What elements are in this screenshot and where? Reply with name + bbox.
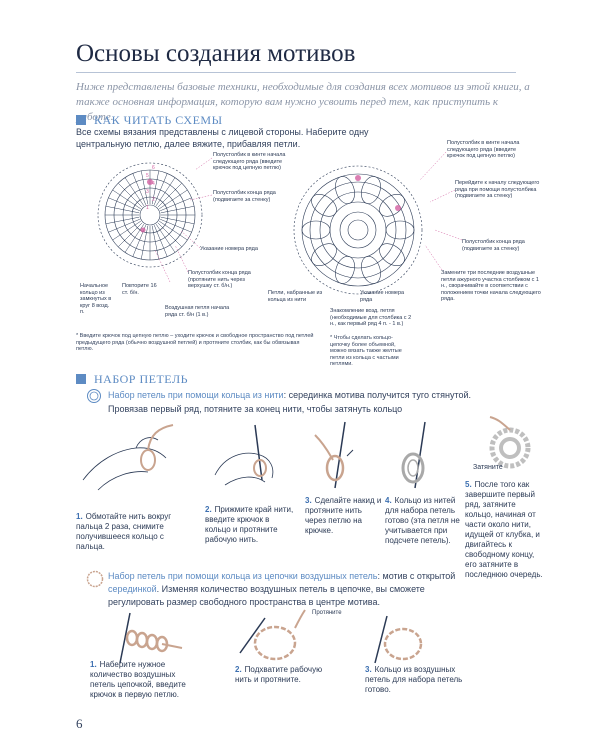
label-replace: Замените три последние воздушные петли а… — [441, 270, 541, 302]
left-row-number: 4 — [152, 181, 155, 187]
label-air-loops-start: Воздушная петля начала ряда ст. б/н (1 в… — [165, 305, 230, 318]
step1-3-text: Сделайте накид и протяните нить через пе… — [305, 496, 382, 535]
step1-2-num: 2. — [205, 505, 212, 514]
step3-illustration — [314, 421, 354, 489]
label-right-row-number: Указание номера ряда — [360, 290, 405, 303]
label-right-half-stitch-row-end: Полустолбик конца ряда (подвигаете за ст… — [462, 239, 525, 252]
step2-3: 3.Кольцо из воздушных петель для набора … — [365, 665, 465, 695]
right-crochet-diagram — [293, 165, 423, 295]
step2-1-num: 1. — [90, 660, 97, 669]
method2-text-after: : мотив с открытой — [377, 571, 456, 581]
method1-text-after: : серединка мотива получится туго стянут… — [283, 390, 472, 400]
section-heading-schemes: КАК ЧИТАТЬ СХЕМЫ — [76, 113, 223, 128]
tighten-label: Затяните — [473, 464, 503, 471]
left-leader-lines — [154, 157, 213, 283]
method2-line2: серединкой. Изменяя количество воздушных… — [108, 583, 548, 595]
schemes-paragraph: Все схемы вязания представлены с лицевой… — [76, 127, 369, 149]
right-diagram-note: * Чтобы сделать кольцо-цепочку более объ… — [330, 335, 402, 367]
right-leader-lines — [419, 151, 463, 271]
step1-5: 5.После того как завершите первый ряд, з… — [465, 480, 545, 580]
label-repeat: Повторите 16 ст. б/н. — [122, 283, 157, 296]
step1-2-text: Прижмите край нити, введите крючок в кол… — [205, 505, 294, 544]
ring-icon — [87, 389, 101, 403]
step1-1: 1.Обмотайте нить вокруг пальца 2 раза, с… — [76, 512, 186, 552]
chain-ring-icon — [86, 570, 104, 588]
title-rule — [76, 72, 516, 73]
left-crochet-diagram — [97, 162, 203, 268]
page-title: Основы создания мотивов — [76, 40, 356, 67]
step1-hand-illustration — [82, 424, 174, 491]
step2-1-text: Наберите нужное количество воздушных пет… — [90, 660, 186, 699]
step1-2: 2.Прижмите край нити, введите крючок в к… — [205, 505, 295, 545]
section-square-icon-2 — [76, 374, 86, 384]
chain-step3-illustration — [374, 615, 423, 664]
section-square-icon — [76, 115, 86, 125]
method2-line1: Набор петель при помощи кольца из цепочк… — [108, 570, 548, 582]
label-loops-chain: Петли, набранные из кольца из нити — [268, 290, 323, 303]
left-row-number: 5 — [146, 173, 149, 179]
method1-highlight: Набор петель при помощи кольца из нити — [108, 390, 284, 400]
step2-2-num: 2. — [235, 665, 242, 674]
step1-4: 4.Кольцо из нитей для набора петель гото… — [385, 496, 460, 546]
left-row-number: 3 — [146, 189, 149, 195]
section-heading-text: КАК ЧИТАТЬ СХЕМЫ — [94, 113, 223, 127]
step1-4-num: 4. — [385, 496, 392, 505]
label-next-row: Перейдите к началу следующего ряда при п… — [455, 180, 540, 199]
chain-step2-illustration — [239, 609, 306, 661]
step2-hand-illustration — [214, 424, 274, 486]
method2-line2-highlight: серединкой — [108, 584, 157, 594]
method1-line1: Набор петель при помощи кольца из нити: … — [108, 389, 538, 401]
step1-5-text: После того как завершите первый ряд, зат… — [465, 480, 543, 579]
step5-illustration — [489, 416, 531, 469]
label-air-loop: Знакомление возд. петля (необходимые для… — [330, 308, 412, 327]
left-diagram-note: * Введите крючок под цепную петлю – уход… — [76, 333, 314, 352]
step2-3-text: Кольцо из воздушных петель для набора пе… — [365, 665, 463, 694]
left-row-number: 2 — [152, 197, 155, 203]
step1-3-num: 3. — [305, 496, 312, 505]
step2-2-text: Подхватите рабочую нить и протяните. — [235, 665, 323, 684]
step4-illustration — [401, 421, 426, 489]
step1-3: 3.Сделайте накид и протяните нить через … — [305, 496, 385, 536]
method2-line3: регулировать размер свободного пространс… — [108, 597, 380, 607]
left-row-number: 1 — [146, 205, 149, 211]
step1-5-num: 5. — [465, 480, 472, 489]
label-half-stitch-join: Полустолбик в кинте начала следующего ря… — [213, 152, 286, 171]
page-number: 6 — [76, 716, 83, 731]
method2-line2-rest: . Изменяя количество воздушных петель в … — [156, 584, 425, 594]
section-heading-rings: НАБОР ПЕТЕЛЬ — [76, 372, 188, 387]
label-row-number: Указание номера ряда — [200, 246, 258, 252]
section-heading-rings-text: НАБОР ПЕТЕЛЬ — [94, 372, 189, 386]
step2-2: 2.Подхватите рабочую нить и протяните. — [235, 665, 335, 685]
label-half-stitch-end: Полустолбик конца ряда (подвигаете за ст… — [213, 190, 276, 203]
step1-1-text: Обмотайте нить вокруг пальца 2 раза, сни… — [76, 512, 172, 551]
label-right-half-stitch-join: Полустолбик в кинте начала следующего ря… — [447, 140, 520, 159]
method2-highlight: Набор петель при помощи кольца из цепочк… — [108, 571, 378, 581]
left-row-number: 6 — [152, 165, 155, 171]
step1-4-text: Кольцо из нитей для набора петель готово… — [385, 496, 460, 545]
chain-step1-illustration — [119, 612, 183, 664]
step2-3-num: 3. — [365, 665, 372, 674]
label-half-stitch-row-end: Полустолбик конца ряда (протяните нить ч… — [188, 270, 251, 289]
label-initial-ring: Начальное кольцо из замкнутых в круг 8 в… — [80, 283, 112, 315]
step2-1: 1.Наберите нужное количество воздушных п… — [90, 660, 200, 700]
pull-label: Протяните — [312, 610, 342, 616]
method1-line2: Провязав первый ряд, потяните за конец н… — [108, 404, 403, 414]
step1-1-num: 1. — [76, 512, 83, 521]
